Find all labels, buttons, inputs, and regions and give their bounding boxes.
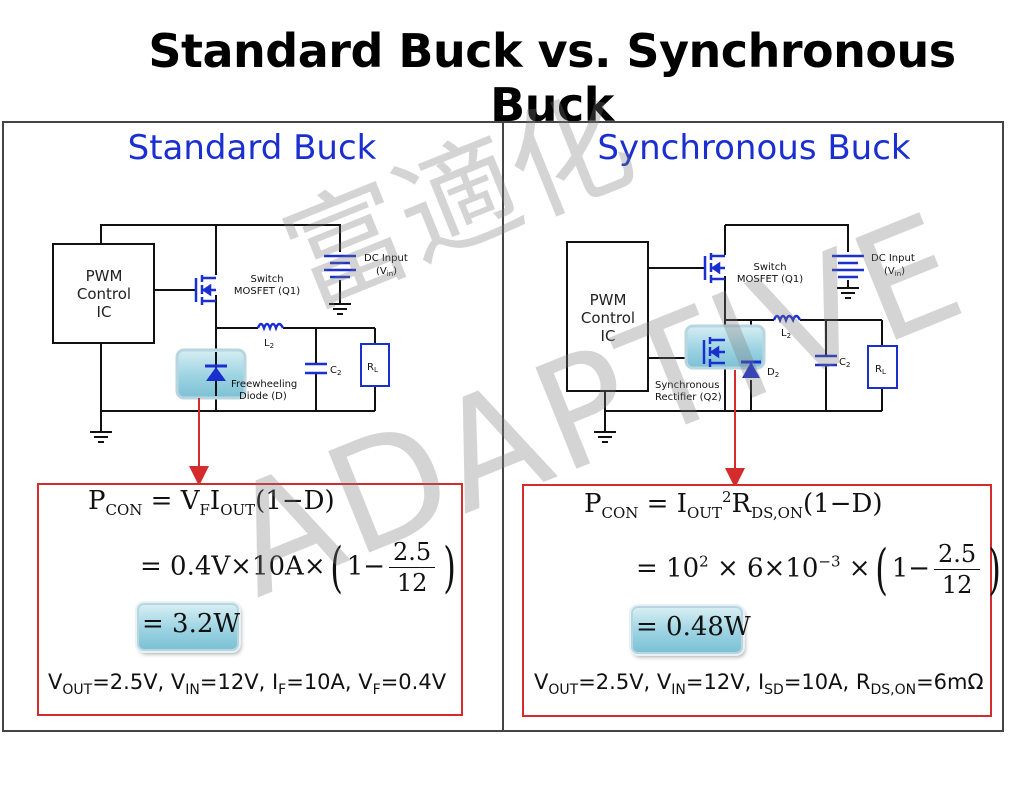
standard-loss-callout bbox=[37, 483, 463, 716]
dc-vin-standard: (Vin) bbox=[376, 266, 397, 278]
ic-label-2-synchronous: Control bbox=[581, 309, 635, 327]
synchronous-loss-callout bbox=[522, 484, 992, 717]
dc-source-icon-standard bbox=[324, 254, 356, 279]
ic-label-3-synchronous: IC bbox=[601, 327, 616, 345]
ground-icon-standard-dc bbox=[329, 280, 351, 315]
inductor-icon-synchronous bbox=[772, 314, 802, 324]
page-title: Standard Buck vs. Synchronous Buck bbox=[148, 24, 956, 132]
load-resistor-icon-standard bbox=[360, 343, 390, 387]
inductor-icon-standard bbox=[256, 322, 285, 332]
cap-label-standard: C2 bbox=[330, 365, 341, 377]
switch-label-2-synchronous: MOSFET (Q1) bbox=[737, 274, 803, 285]
dc-label-synchronous: DC Input bbox=[871, 253, 915, 264]
standard-result: = 3.2W bbox=[142, 609, 241, 639]
cap-label-synchronous: C2 bbox=[839, 357, 850, 369]
rect-label-1-synchronous: Synchronous bbox=[655, 380, 719, 391]
synchronous-result-chip bbox=[631, 606, 743, 654]
load-resistor-icon-synchronous bbox=[867, 345, 898, 389]
standard-result-chip bbox=[137, 603, 239, 651]
diode-label-1-standard: Freewheeling bbox=[231, 379, 297, 390]
ground-icon-synchronous-dc bbox=[837, 280, 859, 299]
capacitor-icon-synchronous bbox=[815, 354, 837, 367]
diode-label-2-standard: Diode (D) bbox=[239, 391, 287, 402]
mosfet-q2-icon-synchronous bbox=[702, 337, 725, 367]
switch-label-1-synchronous: Switch bbox=[753, 262, 786, 273]
panel-divider bbox=[502, 121, 504, 732]
switch-label-1-standard: Switch bbox=[250, 274, 283, 285]
ground-icon-synchronous bbox=[594, 431, 616, 443]
capacitor-icon-standard bbox=[305, 362, 327, 375]
ic-label-1-synchronous: PWM bbox=[590, 291, 627, 309]
diode-icon-synchronous bbox=[741, 360, 761, 378]
pwm-ic-box-synchronous bbox=[566, 241, 649, 392]
sync-rectifier-highlight bbox=[684, 324, 766, 370]
rect-label-2-synchronous: Rectifier (Q2) bbox=[655, 392, 722, 403]
synchronous-params: VOUT=2.5V, VIN=12V, ISD=10A, RDS,ON=6mΩ bbox=[534, 670, 984, 698]
standard-buck-circuit bbox=[52, 224, 376, 432]
inductor-label-standard: L2 bbox=[264, 338, 274, 350]
ic-label-3-standard: IC bbox=[97, 303, 112, 321]
synchronous-result: = 0.48W bbox=[636, 612, 751, 642]
load-label-synchronous: RL bbox=[875, 364, 886, 376]
standard-params: VOUT=2.5V, VIN=12V, IF=10A, VF=0.4V bbox=[48, 670, 447, 698]
switch-label-2-standard: MOSFET (Q1) bbox=[234, 286, 300, 297]
synchronous-eq-line1: PCON = IOUT2RDS,ON(1−D) bbox=[584, 488, 883, 522]
ic-label-2-standard: Control bbox=[77, 285, 131, 303]
standard-eq-line1: PCON = VFIOUT(1−D) bbox=[88, 486, 335, 519]
mosfet-q1-icon-standard bbox=[194, 275, 216, 305]
synchronous-buck-heading: Synchronous Buck bbox=[597, 128, 911, 168]
pwm-ic-box-standard bbox=[52, 243, 155, 344]
ground-icon-standard bbox=[90, 431, 112, 443]
load-label-standard: RL bbox=[367, 362, 378, 374]
diode-label-synchronous: D2 bbox=[767, 367, 779, 379]
mosfet-q1-icon-synchronous bbox=[703, 253, 725, 283]
inductor-label-synchronous: L2 bbox=[781, 328, 791, 340]
diode-icon-standard bbox=[205, 352, 227, 396]
ic-label-1-standard: PWM bbox=[86, 267, 123, 285]
dc-source-icon-synchronous bbox=[832, 254, 864, 279]
dc-vin-synchronous: (Vin) bbox=[884, 266, 905, 278]
dc-label-standard: DC Input bbox=[364, 253, 408, 264]
standard-buck-heading: Standard Buck bbox=[127, 128, 377, 168]
